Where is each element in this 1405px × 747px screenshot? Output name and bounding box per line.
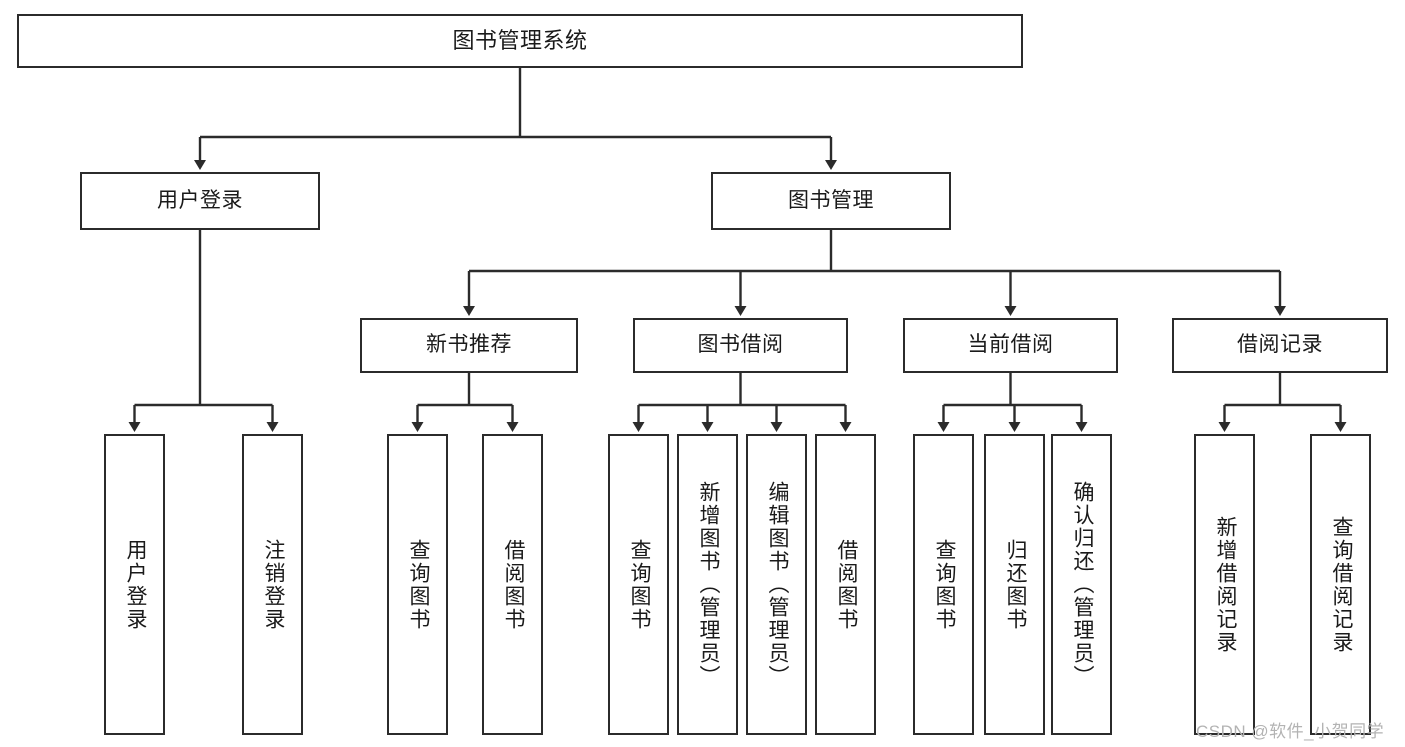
node-leaf-query-book-1-label: 查询图书 <box>406 538 430 631</box>
node-current-borrow[interactable]: 当前借阅 <box>903 318 1118 373</box>
node-leaf-query-book-1[interactable]: 查询图书 <box>387 434 448 735</box>
node-leaf-query-borrow-record-label: 查询借阅记录 <box>1329 515 1353 654</box>
node-borrow-record-label: 借阅记录 <box>1237 333 1323 357</box>
node-leaf-query-book-2-label: 查询图书 <box>627 538 651 631</box>
node-leaf-borrow-book-2-label: 借阅图书 <box>834 538 858 631</box>
csdn-watermark: CSDN @软件_小贺同学 <box>1196 722 1385 741</box>
node-leaf-borrow-book-2[interactable]: 借阅图书 <box>815 434 876 735</box>
node-borrow-record[interactable]: 借阅记录 <box>1172 318 1388 373</box>
node-leaf-confirm-return-admin-label: 确认归还（管理员） <box>1070 481 1094 688</box>
node-leaf-add-book-admin[interactable]: 新增图书（管理员） <box>677 434 738 735</box>
node-book-borrow[interactable]: 图书借阅 <box>633 318 848 373</box>
node-current-borrow-label: 当前借阅 <box>967 333 1054 357</box>
node-leaf-query-book-3[interactable]: 查询图书 <box>913 434 974 735</box>
node-new-book-recommend-label: 新书推荐 <box>426 333 512 357</box>
node-leaf-return-book-label: 归还图书 <box>1003 538 1027 631</box>
node-leaf-query-borrow-record[interactable]: 查询借阅记录 <box>1310 434 1371 735</box>
node-book-borrow-label: 图书借阅 <box>697 333 784 357</box>
node-new-book-recommend[interactable]: 新书推荐 <box>360 318 578 373</box>
node-user-login-label: 用户登录 <box>157 188 243 212</box>
node-leaf-logout-login-label: 注销登录 <box>261 538 285 631</box>
node-leaf-confirm-return-admin[interactable]: 确认归还（管理员） <box>1051 434 1112 735</box>
node-root-label: 图书管理系统 <box>452 28 588 54</box>
node-leaf-query-book-3-label: 查询图书 <box>932 538 956 631</box>
node-user-login[interactable]: 用户登录 <box>80 172 320 230</box>
node-book-manage[interactable]: 图书管理 <box>711 172 951 230</box>
node-book-manage-label: 图书管理 <box>788 188 874 212</box>
node-leaf-add-borrow-record[interactable]: 新增借阅记录 <box>1194 434 1255 735</box>
node-leaf-add-book-admin-label: 新增图书（管理员） <box>696 481 720 688</box>
node-leaf-query-book-2[interactable]: 查询图书 <box>608 434 669 735</box>
node-leaf-borrow-book-1-label: 借阅图书 <box>501 538 525 631</box>
node-leaf-logout-login[interactable]: 注销登录 <box>242 434 303 735</box>
node-leaf-user-login-label: 用户登录 <box>123 538 147 631</box>
node-leaf-borrow-book-1[interactable]: 借阅图书 <box>482 434 543 735</box>
node-leaf-edit-book-admin[interactable]: 编辑图书（管理员） <box>746 434 807 735</box>
node-root[interactable]: 图书管理系统 <box>17 14 1023 68</box>
node-leaf-user-login[interactable]: 用户登录 <box>104 434 165 735</box>
node-leaf-return-book[interactable]: 归还图书 <box>984 434 1045 735</box>
node-leaf-edit-book-admin-label: 编辑图书（管理员） <box>765 481 789 688</box>
node-leaf-add-borrow-record-label: 新增借阅记录 <box>1213 515 1237 654</box>
